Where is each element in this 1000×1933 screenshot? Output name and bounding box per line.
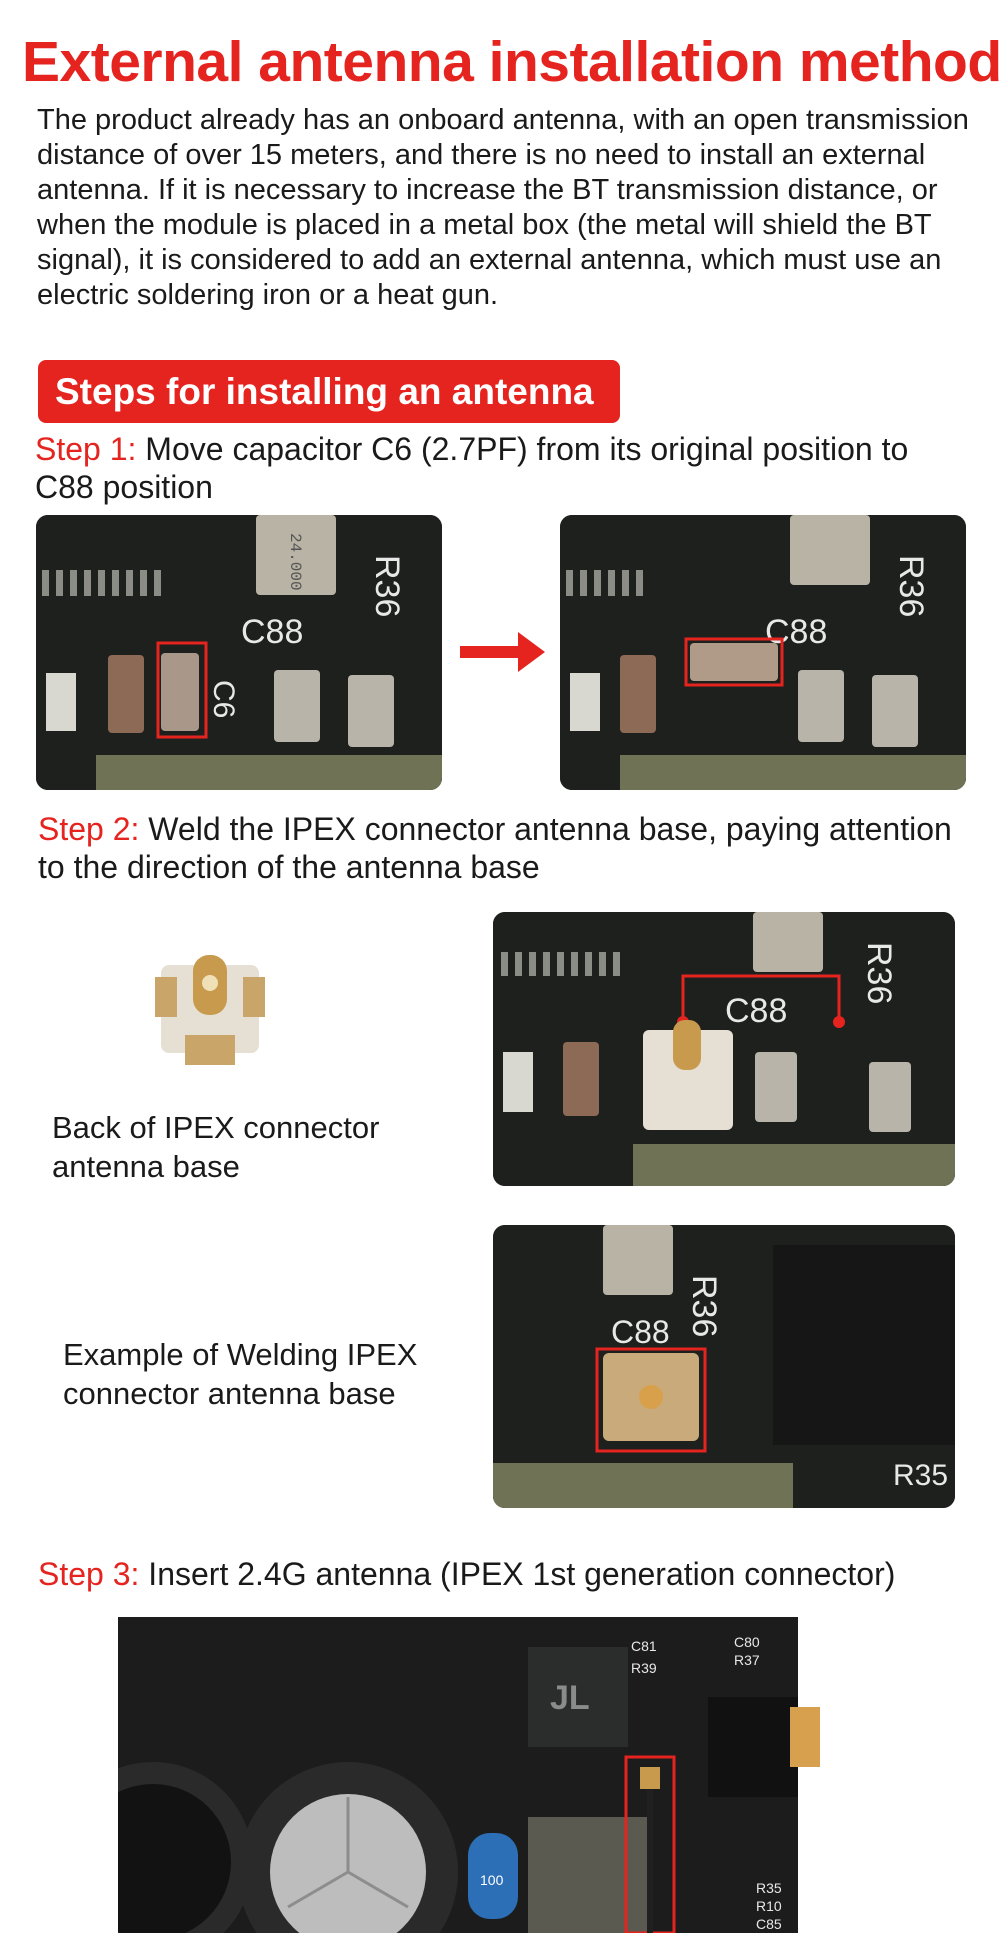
step1-before-photo: 24.000 R36 C88 C6 (36, 515, 442, 790)
step-1-label: Step 1: (35, 431, 137, 467)
c85-label: C85 (756, 1916, 782, 1932)
steps-badge: Steps for installing an antenna (38, 360, 620, 423)
ipex-base-back-image (155, 955, 265, 1065)
intro-paragraph: The product already has an onboard anten… (37, 104, 969, 311)
r35-label-b: R35 (756, 1880, 782, 1896)
c88-label: C88 (241, 613, 303, 651)
r36-label-2: R36 (860, 942, 898, 1004)
ipex-placement-photo: R36 C88 (493, 912, 955, 1186)
r35-label: R35 (893, 1459, 948, 1492)
step-3-text: Insert 2.4G antenna (IPEX 1st generation… (139, 1556, 896, 1592)
step-1: Step 1: Move capacitor C6 (2.7PF) from i… (35, 430, 975, 506)
step-3-label: Step 3: (38, 1556, 140, 1592)
right-arrow-icon (460, 632, 545, 672)
step-1-text: Move capacitor C6 (2.7PF) from its origi… (35, 431, 909, 505)
caption-back: Back of IPEX connector antenna base (52, 1110, 380, 1184)
c80-label: C80 (734, 1634, 760, 1650)
c88-label-3: C88 (611, 1314, 670, 1350)
chip-logo: JL (550, 1679, 590, 1717)
step-2: Step 2: Weld the IPEX connector antenna … (38, 810, 978, 886)
c81-label: C81 (631, 1638, 657, 1654)
step-3: Step 3: Insert 2.4G antenna (IPEX 1st ge… (38, 1555, 988, 1593)
r36-label-3: R36 (685, 1275, 723, 1337)
r39-label: R39 (631, 1660, 657, 1676)
crystal-label: 24.000 (286, 533, 304, 591)
step-2-text: Weld the IPEX connector antenna base, pa… (38, 811, 952, 885)
cap-value-label: 100 (480, 1872, 504, 1888)
ipex-welded-photo: R36 C88 R35 (493, 1225, 955, 1508)
r37-label: R37 (734, 1652, 760, 1668)
step-2-label: Step 2: (38, 811, 140, 847)
r36-label: R36 (368, 555, 406, 617)
step1-after-photo: R36 C88 (560, 515, 966, 790)
page-title: External antenna installation method (22, 30, 1000, 94)
c6-label: C6 (207, 680, 240, 718)
c88-label-2: C88 (725, 992, 787, 1030)
r36-label-after: R36 (892, 555, 930, 617)
caption-example: Example of Welding IPEX connector antenn… (63, 1337, 418, 1411)
antenna-board-photo: JL C81 R39 C80 R37 R35 R10 C85 100 (118, 1617, 846, 1933)
r10-label: R10 (756, 1898, 782, 1914)
